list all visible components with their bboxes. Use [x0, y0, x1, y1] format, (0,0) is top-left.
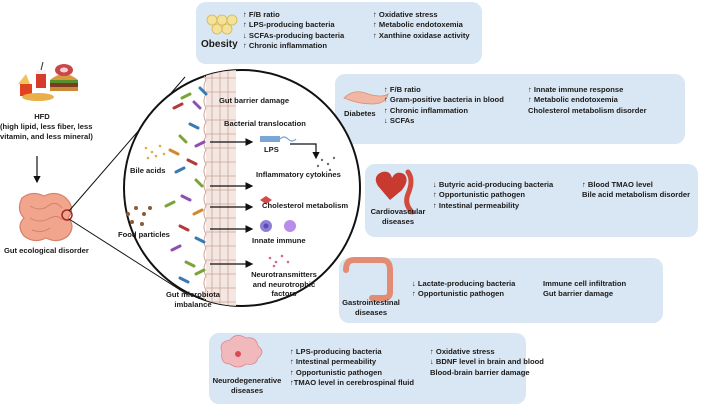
gastrointestinal-col1: ↓ Lactate-producing bacteria↑ Opportunis… [412, 279, 516, 299]
intestine-icon [18, 192, 73, 242]
innate-immune-label: Innate immune [252, 236, 306, 245]
gut-disorder-label: Gut ecological disorder [4, 246, 89, 255]
diabetes-col1: ↑ F/B ratio↑ Gram-positive bacteria in b… [384, 85, 504, 125]
obesity-col1: ↑ F/B ratio↑ LPS-producing bacteria ↓ SC… [243, 10, 345, 50]
bile-acids-label: Bile acids [130, 166, 166, 175]
barrier-damage-label: Gut barrier damage [219, 96, 290, 105]
obesity-col2: ↑ Oxidative stress↑ Metabolic endotoxemi… [373, 10, 470, 40]
colon-icon [343, 257, 393, 301]
lps-molecule-icon [260, 136, 297, 142]
brain-icon [220, 335, 263, 368]
diabetes-title: Diabetes [344, 109, 376, 118]
obesity-title: Obesity [201, 39, 238, 50]
cholesterol-label: Cholesterol metabolism [262, 201, 349, 210]
translocation-label: Bacterial translocation [224, 119, 306, 128]
neurodegenerative-panel [209, 333, 526, 404]
obesity-panel [196, 2, 482, 64]
food-particles-label: Food particles [118, 230, 170, 239]
fat-cells-icon [206, 14, 238, 35]
cardiovascular-panel [365, 164, 698, 237]
pancreas-icon [343, 91, 389, 105]
hfd-description-line2: vitamin, and less mineral) [0, 132, 93, 141]
lps-label: LPS [264, 145, 279, 154]
fast-food-icon [18, 61, 78, 101]
bacteria-cluster [164, 86, 208, 284]
diabetes-panel [335, 74, 685, 144]
hfd-title: HFD [34, 112, 50, 121]
cholesterol-icon [260, 196, 272, 204]
neurotransmitters-label: Neurotransmitters and neurotrophic facto… [251, 270, 317, 298]
cytokines-label: Inflammatory cytokines [256, 170, 341, 179]
immune-cell-icon [260, 220, 296, 232]
cardiovascular-col1: ↓ Butyric acid-producing bacteria↑ Oppor… [433, 180, 554, 210]
heart-vessel-icon [375, 169, 415, 215]
hfd-description-line1: (high lipid, less fiber, less [0, 122, 93, 131]
neurodegenerative-col1: ↑ LPS-producing bacteria↑ Intestinal per… [290, 347, 415, 387]
neurodegenerative-col2: ↑ Oxidative stress↓ BDNF level in brain … [430, 347, 544, 377]
diabetes-col2: ↑ Innate immune response↑ Metabolic endo… [528, 85, 647, 115]
microbiota-imbalance-label: Gut microbiota imbalance [165, 290, 220, 309]
